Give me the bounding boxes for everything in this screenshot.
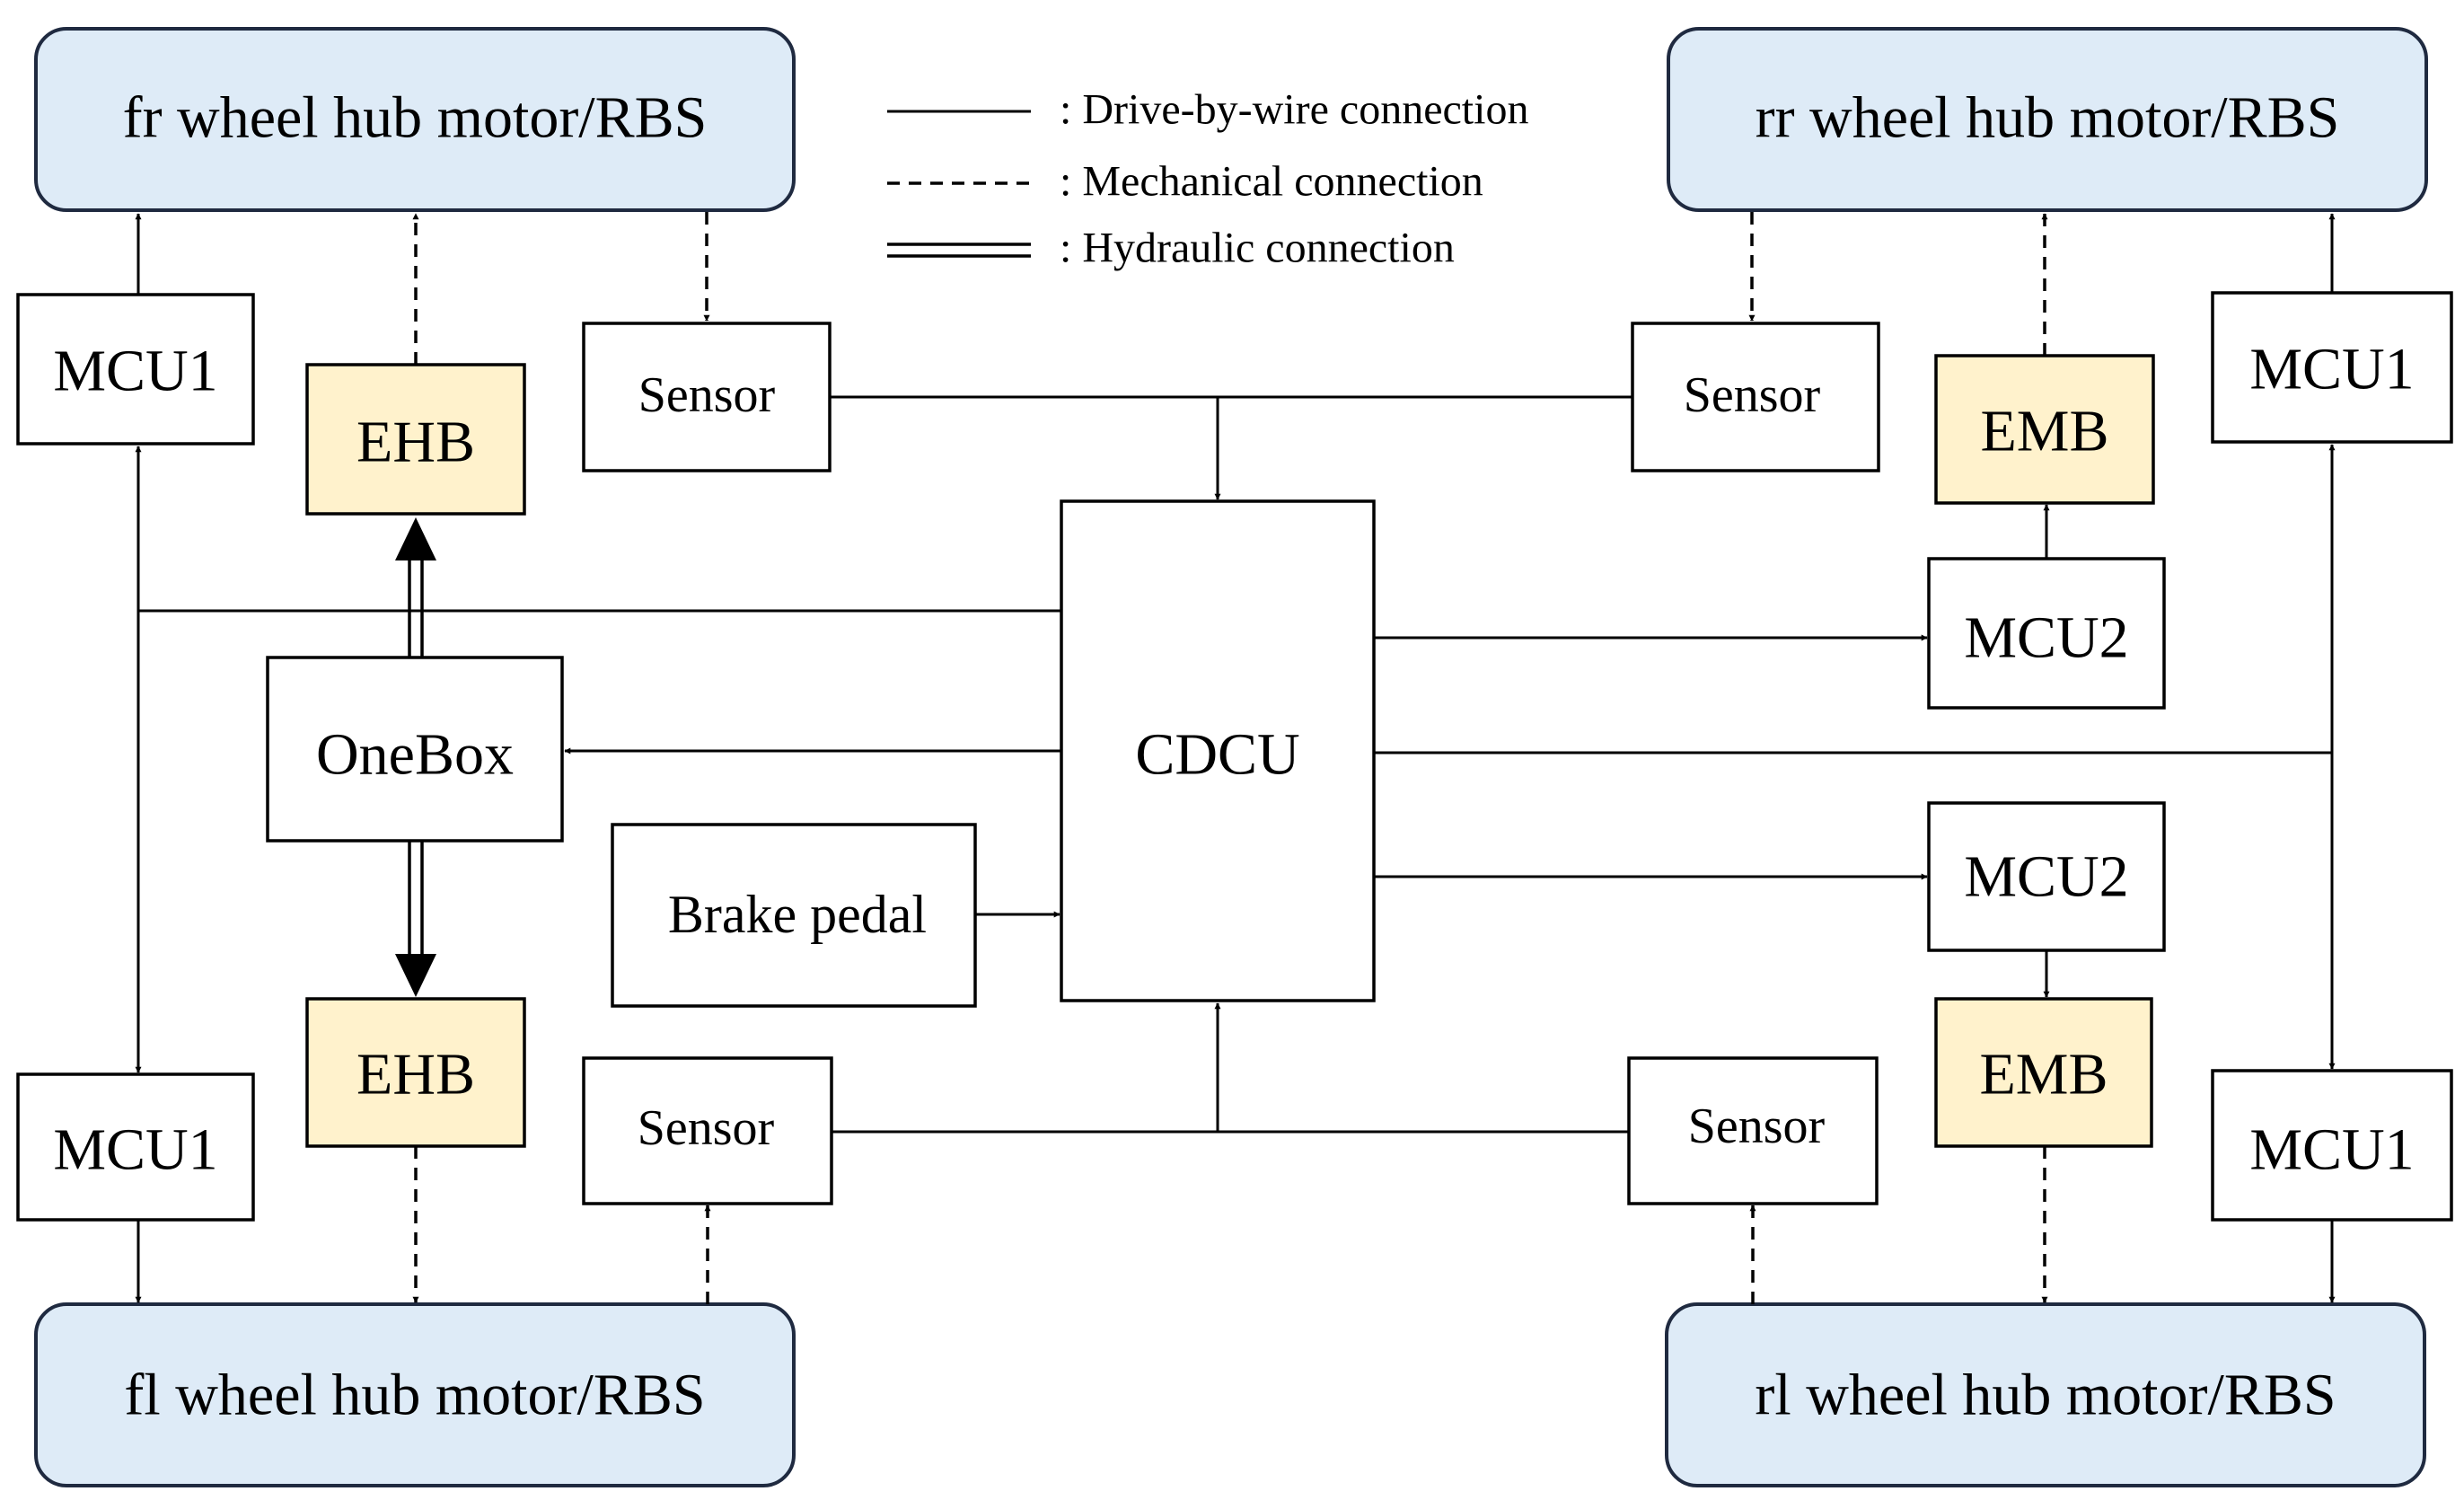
mcu2-top: MCU2 [1927, 557, 2166, 710]
mcu1-fl-label: MCU1 [53, 1117, 217, 1183]
sensor-rr-label: Sensor [1684, 367, 1821, 423]
mcu1-rr: MCU1 [2211, 291, 2453, 444]
brake-pedal-label: Brake pedal [668, 885, 927, 944]
sensor-fr-label: Sensor [638, 367, 776, 423]
ehb-bottom: EHB [305, 997, 526, 1148]
mcu2-bottom-label: MCU2 [1964, 844, 2128, 910]
cdcu: CDCU [1060, 499, 1376, 1002]
sensor-rr: Sensor [1631, 322, 1880, 472]
emb-bottom: EMB [1934, 997, 2153, 1148]
wheel-fl: fl wheel hub motor/RBS [34, 1302, 796, 1487]
mcu1-rl: MCU1 [2211, 1069, 2453, 1222]
emb-bottom-label: EMB [1979, 1042, 2108, 1107]
cdcu-label: CDCU [1135, 722, 1299, 788]
mcu1-fl: MCU1 [16, 1072, 255, 1222]
wheel-fl-label: fl wheel hub motor/RBS [124, 1363, 705, 1428]
mcu1-rl-label: MCU1 [2249, 1117, 2414, 1183]
legend-mech-label: : Mechanical connection [1060, 158, 1483, 206]
wheel-fr-label: fr wheel hub motor/RBS [123, 85, 708, 151]
brake-pedal: Brake pedal [611, 823, 977, 1008]
sensor-fl-label: Sensor [638, 1100, 775, 1156]
ehb-top: EHB [305, 363, 526, 516]
legend-hyd-label: : Hydraulic connection [1060, 225, 1455, 272]
mcu1-fr-label: MCU1 [53, 339, 217, 404]
mcu2-bottom: MCU2 [1927, 801, 2166, 952]
wheel-rr-label: rr wheel hub motor/RBS [1756, 85, 2340, 151]
emb-top-label: EMB [1980, 399, 2108, 464]
ehb-bottom-label: EHB [356, 1042, 475, 1107]
sensor-rl: Sensor [1627, 1056, 1879, 1205]
mechanical-connections [412, 212, 2048, 1304]
onebox-label: OneBox [316, 722, 514, 788]
wire-connections [135, 213, 2336, 1303]
sensor-fr: Sensor [582, 322, 832, 472]
hyd-onebox-to-ehbtop [395, 517, 436, 657]
sensor-rl-label: Sensor [1688, 1099, 1826, 1154]
hyd-onebox-to-ehbbottom [395, 841, 436, 997]
wheel-rl-label: rl wheel hub motor/RBS [1755, 1363, 2336, 1428]
onebox: OneBox [266, 656, 564, 843]
legend: : Drive-by-wire connection : Mechanical … [887, 86, 1528, 272]
sensor-fl: Sensor [582, 1056, 833, 1205]
wheel-rl: rl wheel hub motor/RBS [1665, 1302, 2426, 1487]
wheel-rr: rr wheel hub motor/RBS [1667, 27, 2428, 212]
legend-hyd-line [887, 243, 1031, 258]
ehb-top-label: EHB [356, 410, 475, 475]
wheel-fr: fr wheel hub motor/RBS [34, 27, 796, 212]
emb-top: EMB [1934, 354, 2155, 505]
legend-wire-label: : Drive-by-wire connection [1060, 86, 1528, 134]
mcu1-fr: MCU1 [16, 293, 255, 446]
mcu2-top-label: MCU2 [1964, 605, 2128, 671]
mcu1-rr-label: MCU1 [2249, 337, 2414, 402]
hydraulic-connections [395, 517, 436, 997]
